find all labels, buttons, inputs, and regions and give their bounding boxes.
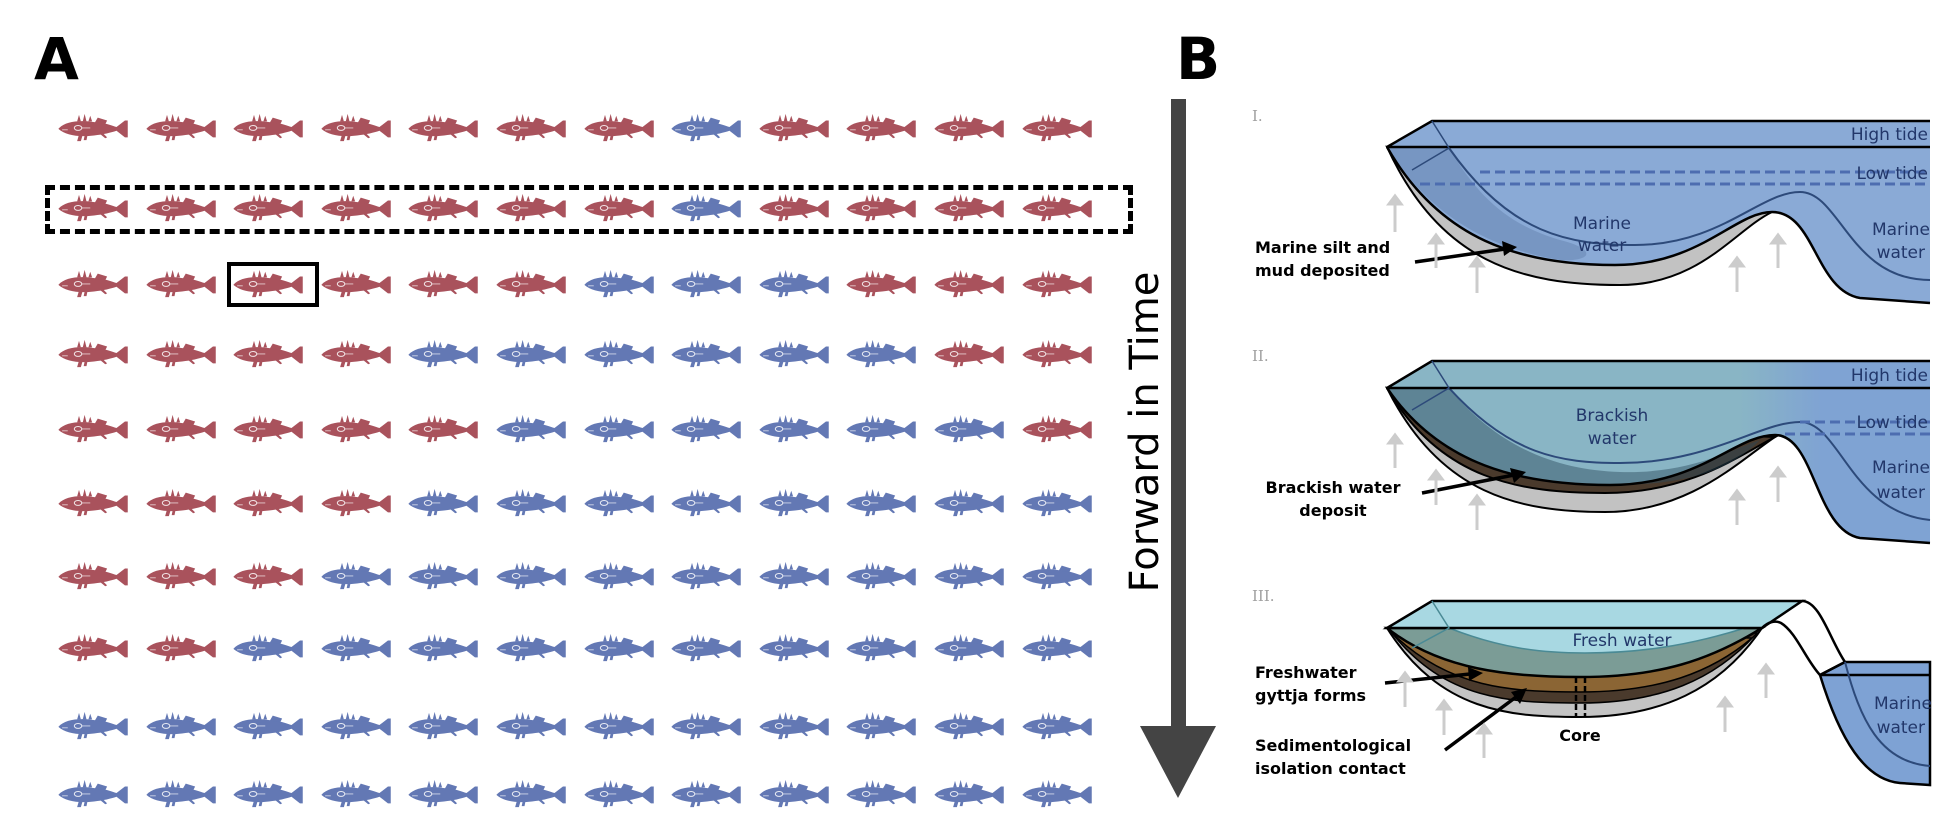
annotation-label: Sedimentological — [1255, 736, 1411, 755]
uplift-arrows-icon — [1386, 432, 1787, 530]
corner-edge — [1411, 600, 1451, 649]
stage-numeral: III. — [1252, 587, 1275, 605]
outer-water-label: Marine — [1872, 220, 1930, 240]
marine-surface-outline — [1819, 660, 1930, 677]
water-label: Brackish — [1576, 406, 1649, 426]
annotation-label: Brackish water — [1266, 478, 1401, 497]
low-tide-line — [1420, 170, 1930, 186]
front-wall-shade — [1387, 147, 1587, 261]
uplift-arrows-icon — [1396, 662, 1775, 758]
inner-water-outline — [1844, 661, 1931, 767]
stage-1: I. High tide Low tide Marine water Marin… — [1252, 107, 1931, 305]
water-label: Marine — [1573, 214, 1631, 234]
panel-a-letter: A — [34, 25, 79, 93]
low-tide-line — [1785, 420, 1930, 436]
brackish-water — [1387, 361, 1930, 543]
annotation-arrow-icon — [1414, 241, 1517, 264]
front-wall-shade — [1387, 388, 1760, 485]
corner-edge — [1411, 360, 1451, 411]
basin-floor-outline — [1385, 146, 1931, 305]
outer-water-label: water — [1877, 243, 1925, 263]
time-arrow-shaft — [1171, 99, 1186, 729]
highlighted-generation-box — [45, 185, 1133, 234]
inner-water-outline — [1448, 387, 1931, 521]
low-tide-label: Low tide — [1856, 164, 1928, 184]
annotation-label: gyttja forms — [1255, 686, 1366, 705]
inner-water-outline — [1448, 147, 1931, 281]
stage-2: II. High tide Low tide Brackish water Ma… — [1252, 347, 1931, 545]
basin-floor-outline — [1385, 387, 1931, 545]
high-tide-label: High tide — [1851, 366, 1928, 386]
marine-water — [1387, 121, 1930, 303]
annotation-label: isolation contact — [1255, 759, 1406, 778]
core-label: Core — [1559, 726, 1601, 745]
outer-water-label: water — [1877, 718, 1925, 738]
low-tide-label: Low tide — [1856, 413, 1928, 433]
highlighted-individual-box — [227, 262, 319, 307]
uplift-arrows-icon — [1386, 193, 1787, 293]
water-label: water — [1578, 236, 1626, 256]
outer-water-label: Marine — [1872, 458, 1930, 478]
stage-numeral: II. — [1252, 347, 1269, 365]
core-marker — [1574, 677, 1587, 717]
fresh-water — [1448, 627, 1746, 654]
water-label: water — [1588, 429, 1636, 449]
stage-3: III. Fresh water Marine water Core Fresh… — [1252, 587, 1932, 787]
panel-b-letter: B — [1176, 25, 1221, 93]
annotation-label: Freshwater — [1255, 663, 1357, 682]
annotation-label: mud deposited — [1255, 261, 1390, 280]
sill-outline — [1761, 599, 1847, 676]
fresh-water-surface — [1387, 601, 1802, 628]
time-arrow-head-icon — [1140, 726, 1216, 798]
high-tide-label: High tide — [1851, 125, 1928, 145]
annotation-label: deposit — [1299, 501, 1367, 520]
outer-water-label: water — [1877, 483, 1925, 503]
water-label: Fresh water — [1572, 631, 1671, 651]
annotation-label: Marine silt and — [1255, 238, 1390, 257]
marine-water — [1818, 660, 1932, 787]
stage-numeral: I. — [1252, 107, 1263, 125]
corner-edge — [1411, 120, 1451, 171]
outer-water-label: Marine — [1874, 694, 1932, 714]
